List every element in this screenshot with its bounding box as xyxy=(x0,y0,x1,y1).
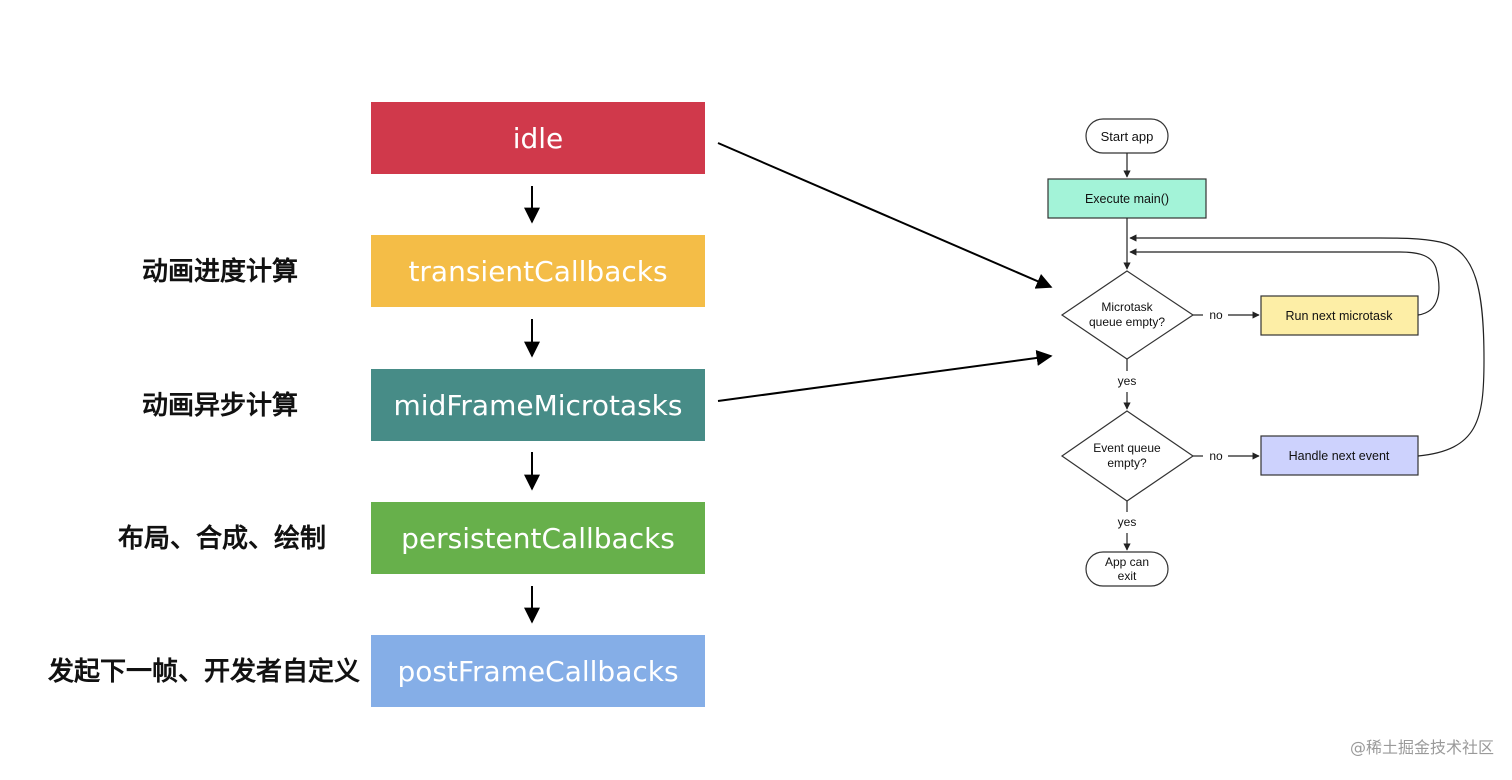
flow-event-text-1: Event queue xyxy=(1093,441,1161,455)
phase-persistent-callbacks: persistentCallbacks xyxy=(371,502,705,574)
arrow-idle-to-microtask-check xyxy=(717,142,1053,289)
flow-microtask-no-label: no xyxy=(1209,308,1223,322)
flow-loop-microtask xyxy=(1129,248,1440,316)
flow-loop-event xyxy=(1129,234,1485,457)
flow-exit-text-1: App can xyxy=(1105,555,1149,569)
flow-run-microtask-text: Run next microtask xyxy=(1286,309,1394,323)
flow-exit-text-2: exit xyxy=(1118,569,1137,583)
phase-idle-label: idle xyxy=(512,121,564,155)
phase-post-frame-callbacks: postFrameCallbacks xyxy=(371,635,705,707)
flow-execute-node xyxy=(1047,178,1207,219)
annotation-persistent: 布局、合成、绘制 xyxy=(117,524,326,554)
flow-event-no-label: no xyxy=(1209,449,1223,463)
flow-event-yes-label: yes xyxy=(1118,515,1137,529)
annotation-midframe: 动画异步计算 xyxy=(141,391,298,421)
flow-exit-node xyxy=(1085,551,1169,587)
flow-microtask-yes-label: yes xyxy=(1118,374,1137,388)
phase-mid-frame-microtasks: midFrameMicrotasks xyxy=(371,369,705,441)
annotation-transient: 动画进度计算 xyxy=(141,257,298,287)
flow-microtask-text-2: queue empty? xyxy=(1089,315,1165,329)
flow-handle-event-text: Handle next event xyxy=(1289,449,1390,463)
phase-midframe-label: midFrameMicrotasks xyxy=(393,388,683,422)
flow-run-microtask-node xyxy=(1260,295,1419,336)
arrow-midframe-to-microtask-check xyxy=(717,350,1053,402)
phase-transient-callbacks: transientCallbacks xyxy=(371,235,705,307)
annotation-postframe: 发起下一帧、开发者自定义 xyxy=(47,657,360,687)
phase-postframe-label: postFrameCallbacks xyxy=(397,654,679,688)
flow-microtask-text-1: Microtask xyxy=(1101,300,1153,314)
flow-handle-event-node xyxy=(1260,435,1419,476)
phase-idle: idle xyxy=(371,102,705,174)
watermark: @稀土掘金技术社区 xyxy=(1349,738,1494,757)
phase-transient-label: transientCallbacks xyxy=(408,254,668,288)
flow-start-text: Start app xyxy=(1101,129,1154,144)
phase-persistent-label: persistentCallbacks xyxy=(401,521,675,555)
flow-event-text-2: empty? xyxy=(1107,456,1147,470)
flow-execute-text: Execute main() xyxy=(1085,192,1169,206)
